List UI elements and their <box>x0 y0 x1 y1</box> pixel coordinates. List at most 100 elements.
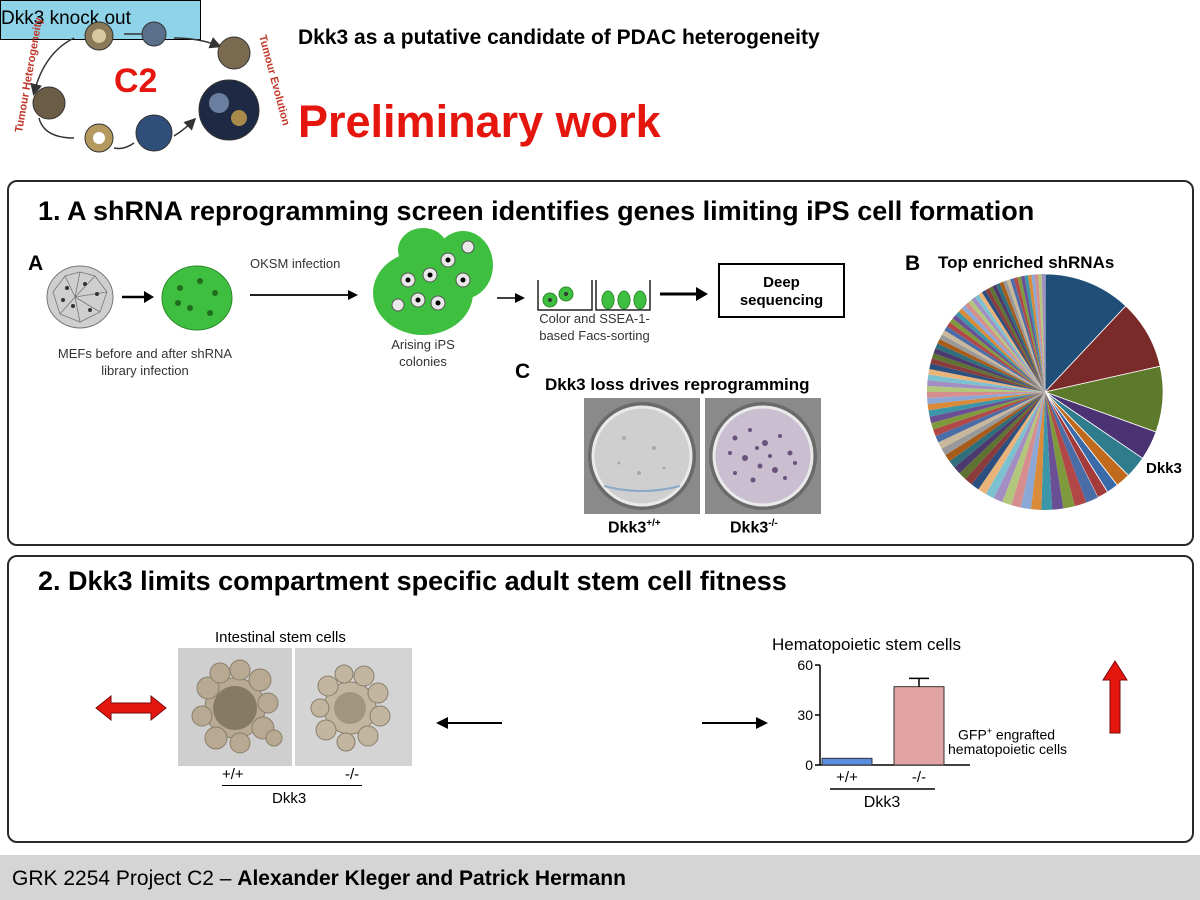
intestinal-genotype-wt: +/+ <box>222 766 244 783</box>
footer-authors: Alexander Kleger and Patrick Hermann <box>237 867 626 890</box>
pie-slice <box>1044 391 1109 499</box>
intestinal-underline <box>222 785 362 786</box>
pie-slice <box>1038 274 1045 392</box>
pie-slice <box>1024 275 1045 392</box>
pie-slice <box>930 358 1045 392</box>
panel-c-letter: C <box>515 360 531 383</box>
pie-slice <box>985 392 1045 499</box>
pie-slice <box>927 386 1045 392</box>
pie-slice <box>935 392 1045 443</box>
hematopoietic-legend: GFP+ engrafted hematopoietic cells <box>948 726 1068 758</box>
pie-slice <box>959 392 1045 479</box>
infected-cells-illustration <box>161 265 233 331</box>
left-arrow-icon <box>436 717 502 729</box>
pie-slice <box>927 374 1045 392</box>
page-title: Preliminary work <box>298 96 661 147</box>
pie-slice <box>945 392 1045 462</box>
logo-label: C2 <box>114 62 157 100</box>
pie-slice <box>933 392 1045 436</box>
pie-slice <box>1017 276 1045 392</box>
pie-slice <box>929 392 1045 424</box>
intestinal-organoid-images <box>178 648 412 766</box>
oksm-arrow-icon <box>250 290 358 300</box>
pie-slice <box>1027 274 1045 392</box>
pie-slice <box>988 286 1045 392</box>
pie-slice <box>1045 392 1064 510</box>
pie-slice <box>968 299 1045 392</box>
pie-slice <box>1044 273 1127 394</box>
arrow-icon <box>497 293 525 303</box>
pie-slice <box>931 353 1045 392</box>
bar <box>893 686 945 766</box>
pie-slice <box>954 392 1045 474</box>
mef-cells-illustration <box>46 265 114 329</box>
arrow-icon <box>660 287 708 301</box>
pie-slice <box>1045 392 1098 503</box>
logo-graphic: Tumour Heterogeneity Tumour Evolution C2 <box>13 16 292 153</box>
pie-slice <box>941 330 1045 392</box>
right-arrow-icon <box>702 717 768 729</box>
pie-slice <box>1003 280 1045 392</box>
pie-slice <box>1006 279 1045 392</box>
pie-slice <box>981 290 1045 392</box>
pie-slice <box>974 294 1045 392</box>
pie-slice <box>1013 277 1045 392</box>
intestinal-genotype-ko: -/- <box>345 766 360 783</box>
ips-caption: Arising iPS colonies <box>391 337 455 369</box>
up-arrow-icon <box>1102 660 1128 734</box>
pie-highlight-label: Dkk3 <box>1146 460 1182 477</box>
pie-slice <box>928 368 1045 392</box>
pie-slice <box>937 338 1045 392</box>
knockout-label: Dkk3-/- <box>730 518 778 537</box>
pie-slice <box>929 363 1045 392</box>
shrna-pie-chart <box>926 273 1164 510</box>
footer-bar <box>0 855 1200 900</box>
intestinal-title: Intestinal stem cells <box>215 629 346 646</box>
knockout-well-image <box>705 398 821 514</box>
intestinal-gene-label: Dkk3 <box>272 790 307 807</box>
pie-slice <box>971 297 1045 392</box>
bar <box>821 757 873 766</box>
pie-slice <box>1041 274 1045 392</box>
pie-slice <box>927 380 1045 392</box>
panel-b-title: Top enriched shRNAs <box>938 253 1115 272</box>
pie-slice <box>931 392 1045 430</box>
pie-slice <box>947 322 1045 392</box>
pie-slice <box>944 326 1045 392</box>
pie-slice <box>1034 274 1045 392</box>
pie-slice <box>1031 274 1045 392</box>
pie-slice <box>1010 278 1045 392</box>
pie-slice <box>1030 392 1045 510</box>
arrow-icon <box>122 291 154 303</box>
pie-slice <box>927 392 1045 411</box>
y-tick-label: 30 <box>797 707 813 723</box>
pie-slice <box>999 281 1045 392</box>
double-arrow-icon <box>95 694 167 722</box>
facs-caption: Color and SSEA-1- based Facs-sorting <box>539 311 650 343</box>
pie-slice <box>955 311 1045 392</box>
y-tick-label: 0 <box>805 757 813 773</box>
pie-slice <box>978 392 1045 495</box>
wildtype-label: Dkk3+/+ <box>608 518 661 537</box>
pie-slice <box>958 308 1045 392</box>
x-tick-label: +/+ <box>836 769 858 786</box>
wildtype-well-image <box>584 398 700 514</box>
pie-slice <box>971 392 1045 490</box>
hematopoietic-title: Hematopoietic stem cells <box>772 635 961 654</box>
panel-a-letter: A <box>28 252 44 275</box>
ips-colonies-illustration <box>373 228 493 335</box>
pie-slice <box>964 302 1045 392</box>
page-subtitle: Dkk3 as a putative candidate of PDAC het… <box>298 26 820 49</box>
mef-caption: MEFs before and after shRNA library infe… <box>57 346 233 378</box>
pie-slice <box>926 391 1045 399</box>
section1-heading: 1. A shRNA reprogramming screen identifi… <box>38 196 1035 226</box>
pie-slice <box>928 392 1045 417</box>
logo-cell-clusters <box>32 21 260 153</box>
pie-slice <box>949 392 1045 468</box>
section2-heading: 2. Dkk3 limits compartment specific adul… <box>38 566 787 596</box>
x-axis-label: Dkk3 <box>864 794 901 811</box>
pie-slice <box>1011 392 1045 508</box>
facs-plot-illustration <box>537 280 651 311</box>
pie-slice <box>935 343 1045 392</box>
